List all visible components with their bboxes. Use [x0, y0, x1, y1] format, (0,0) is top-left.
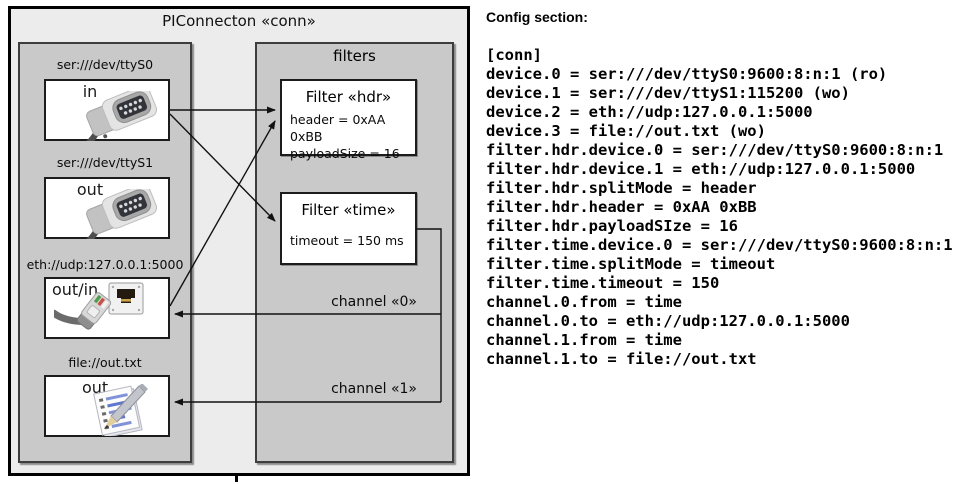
- device-io-label: out/in: [52, 280, 99, 299]
- ethernet-jack-icon: [108, 282, 144, 315]
- channel-1-label: channel «1»: [331, 381, 417, 397]
- device-uri-eth: eth://udp:127.0.0.1:5000: [26, 257, 184, 272]
- serial-connector-icon: [74, 189, 158, 239]
- frame-bottom-tick: [235, 476, 238, 482]
- filter-time-attrs: timeout = 150 ms: [290, 233, 404, 248]
- device-box-ttys0: in: [44, 79, 170, 141]
- filter-hdr-attrs: header = 0xAA 0xBB payloadSize = 16: [290, 112, 400, 161]
- serial-connector-icon: [74, 91, 158, 141]
- diagram-title: PIConnecton «conn»: [162, 12, 316, 30]
- filters-title: filters: [333, 47, 376, 65]
- ethernet-plug-icon: [54, 292, 112, 330]
- config-text: [conn] device.0 = ser:///dev/ttyS0:9600:…: [486, 46, 953, 368]
- notepad-pencil-icon: [93, 384, 148, 436]
- filter-time-box: Filter «time» timeout = 150 ms: [280, 192, 417, 265]
- filter-hdr-title: Filter «hdr»: [305, 88, 392, 106]
- config-panel: Config section: [conn] device.0 = ser://…: [484, 0, 964, 484]
- device-uri-ttys1: ser:///dev/ttyS1: [56, 155, 154, 170]
- filter-time-title: Filter «time»: [301, 201, 396, 219]
- device-uri-file: file://out.txt: [68, 355, 142, 370]
- device-io-label: in: [82, 82, 98, 101]
- device-io-label: out: [76, 180, 104, 199]
- device-box-file: out: [44, 375, 170, 437]
- device-uri-ttys0: ser:///dev/ttyS0: [56, 57, 154, 72]
- channel-0-label: channel «0»: [331, 294, 417, 310]
- device-box-ttys1: out: [44, 177, 170, 239]
- filter-hdr-box: Filter «hdr» header = 0xAA 0xBB payloadS…: [280, 79, 417, 161]
- config-heading: Config section:: [486, 9, 588, 25]
- device-box-eth: out/in: [44, 277, 170, 339]
